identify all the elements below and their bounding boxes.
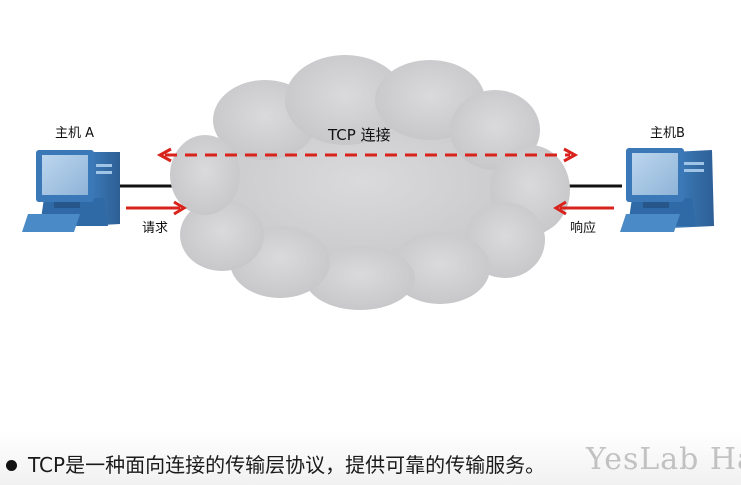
request-label: 请求 <box>142 221 168 236</box>
host-a-label: 主机 A <box>55 126 94 141</box>
tcp-connection-diagram: 主机 A 主机B TCP 连接 请求 响应 <box>22 55 714 310</box>
response-arrowhead-icon <box>553 200 567 216</box>
network-cloud <box>170 55 570 310</box>
bullet-text: TCP是一种面向连接的传输层协议，提供可靠的传输服务。 <box>28 453 546 477</box>
bottom-bar <box>0 430 741 485</box>
arrowhead-left-icon <box>156 147 172 163</box>
bullet-dot-icon <box>6 460 17 471</box>
host-a-computer-icon <box>22 150 120 232</box>
request-arrowhead-icon <box>173 200 187 216</box>
host-b-label: 主机B <box>650 126 685 141</box>
arrowhead-right-icon <box>563 147 579 163</box>
response-label: 响应 <box>570 220 596 236</box>
bullet-point: TCP是一种面向连接的传输层协议，提供可靠的传输服务。 <box>6 450 741 480</box>
host-b-computer-icon <box>620 148 714 232</box>
tcp-connection-label: TCP 连接 <box>327 126 391 144</box>
watermark: YesLab Ha <box>586 442 741 477</box>
